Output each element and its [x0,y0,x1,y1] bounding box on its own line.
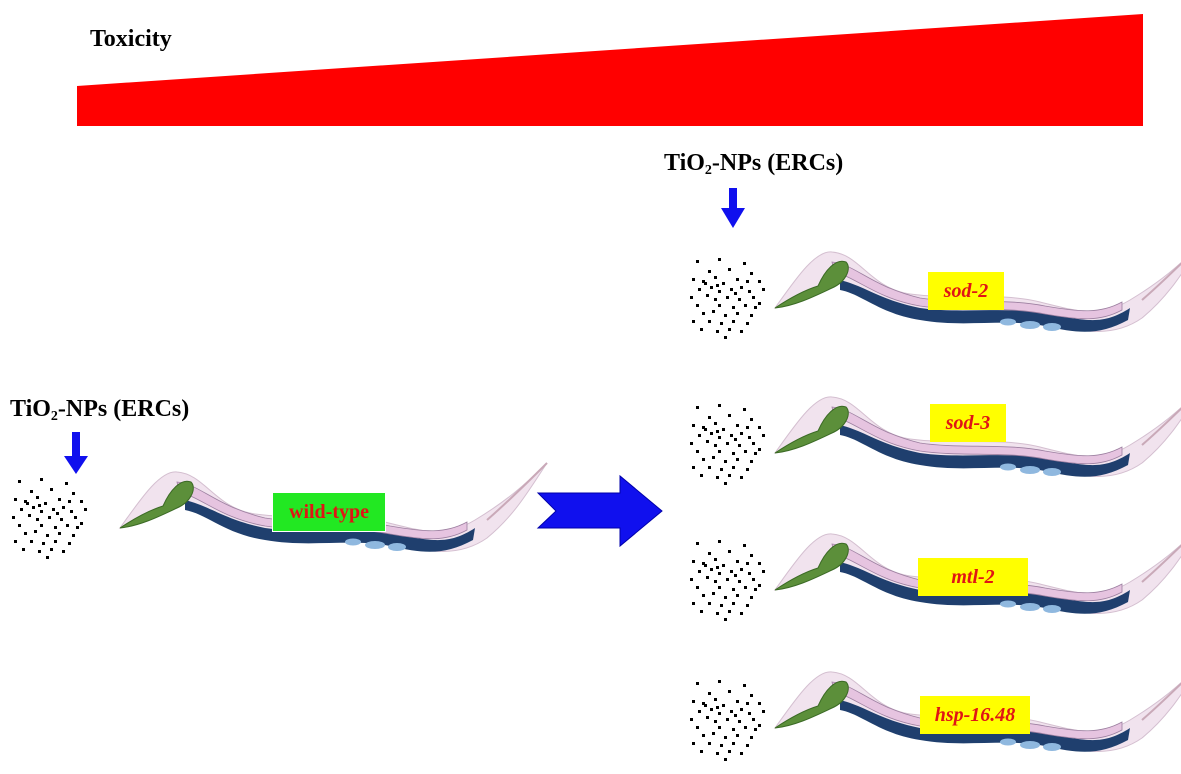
nanoparticle-cluster-icon [690,540,765,621]
mutant-label-sod-2: sod-2 [928,272,1004,310]
agent-suffix: -NPs (ERCs) [57,396,190,422]
mutant-label-mtl-2: mtl-2 [918,558,1028,596]
right-arrow-icon [536,474,663,548]
agent-prefix: TiO [10,396,51,422]
wild-type-label: wild-type [272,492,386,532]
agent-subscript: 2 [704,163,712,178]
nanoparticle-cluster-icon [12,478,87,559]
agent-suffix: -NPs (ERCs) [711,150,844,176]
down-arrow-icon [721,188,745,228]
exposure-label-wild-type: TiO2-NPs (ERCs) [10,396,189,425]
nanoparticle-cluster-icon [690,680,765,761]
agent-subscript: 2 [50,409,58,424]
nanoparticle-cluster-icon [690,404,765,485]
agent-prefix: TiO [664,150,705,176]
toxicity-gradient-wedge [77,14,1143,126]
mutant-label-sod-3: sod-3 [930,404,1006,442]
nanoparticle-cluster-icon [690,258,765,339]
toxicity-title: Toxicity [90,26,172,52]
down-arrow-icon [64,432,88,474]
mutant-label-hsp-16-48: hsp-16.48 [920,696,1030,734]
exposure-label-mutants: TiO2-NPs (ERCs) [664,150,843,179]
